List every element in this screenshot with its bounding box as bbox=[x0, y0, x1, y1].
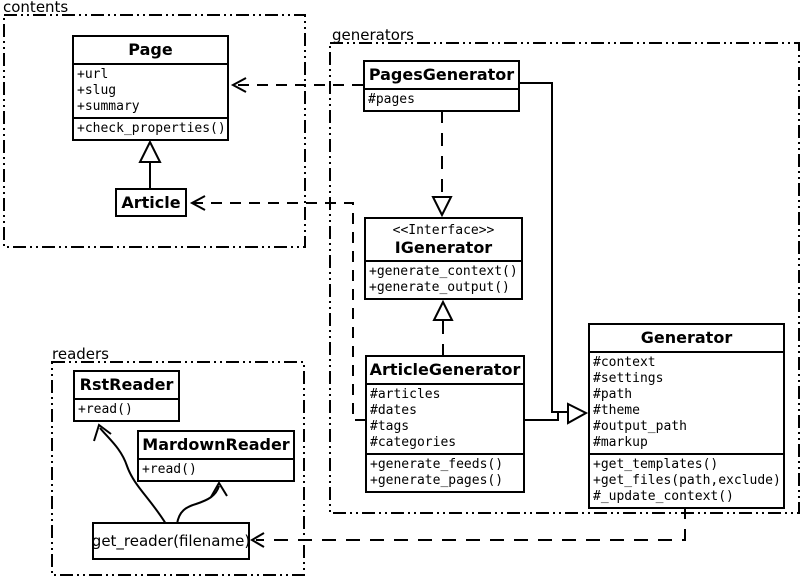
class-methods-page: +check_properties() bbox=[74, 117, 227, 139]
generators-package-border bbox=[329, 42, 800, 514]
contents-package-border bbox=[3, 14, 306, 248]
attribute: +url bbox=[77, 67, 109, 82]
dependency-arrow-articlegenerator-article bbox=[189, 195, 366, 421]
class-stereotype-igenerator: <<Interface>> bbox=[392, 223, 495, 238]
class-box-mardownreader: MardownReader +read() bbox=[137, 430, 295, 482]
inheritance-arrow-article-page bbox=[138, 139, 162, 188]
attribute: #categories bbox=[370, 435, 457, 450]
class-title-articlegenerator: ArticleGenerator bbox=[369, 360, 521, 379]
class-title-generator: Generator bbox=[640, 328, 733, 347]
contents-package-label: contents bbox=[3, 0, 69, 16]
method: +check_properties() bbox=[77, 121, 226, 136]
class-methods-igenerator: +generate_context() +generate_output() bbox=[366, 260, 521, 298]
dependency-arrow-generator-getreader bbox=[250, 505, 686, 548]
attribute: #dates bbox=[370, 403, 417, 418]
class-attributes-pagesgenerator: #pages bbox=[365, 88, 518, 110]
class-box-rstreader: RstReader +read() bbox=[73, 370, 180, 422]
attribute: #articles bbox=[370, 387, 441, 402]
class-name-igenerator: IGenerator bbox=[394, 238, 493, 257]
method: +generate_context() bbox=[369, 264, 518, 279]
method: +generate_pages() bbox=[370, 473, 504, 488]
class-title-rstreader: RstReader bbox=[79, 375, 174, 394]
class-box-articlegenerator: ArticleGenerator #articles #dates #tags … bbox=[365, 355, 525, 493]
attribute: #pages bbox=[368, 92, 415, 107]
method: +get_templates() bbox=[593, 457, 719, 472]
class-methods-mardownreader: +read() bbox=[139, 458, 293, 480]
realization-arrow-pagesgenerator-igenerator bbox=[431, 110, 453, 218]
class-title-page: Page bbox=[128, 40, 173, 59]
method: +generate_feeds() bbox=[370, 457, 504, 472]
attribute: #theme bbox=[593, 403, 640, 418]
arrow-getreader-rstreader bbox=[93, 423, 167, 525]
readers-package-border bbox=[51, 361, 305, 576]
class-box-page: Page +url +slug +summary +check_properti… bbox=[72, 35, 229, 141]
get-reader-label: get_reader(filename) bbox=[91, 532, 251, 550]
attribute: +summary bbox=[77, 99, 140, 114]
class-box-pagesgenerator: PagesGenerator #pages bbox=[363, 60, 520, 112]
class-box-generator: Generator #context #settings #path #them… bbox=[588, 323, 785, 509]
class-methods-articlegenerator: +generate_feeds() +generate_pages() bbox=[367, 453, 523, 491]
readers-package-label: readers bbox=[52, 345, 109, 363]
generators-package-label: generators bbox=[332, 26, 414, 44]
class-box-article: Article bbox=[115, 188, 187, 217]
attribute: #tags bbox=[370, 419, 410, 434]
class-title-mardownreader: MardownReader bbox=[142, 435, 290, 454]
get-reader-box: get_reader(filename) bbox=[92, 522, 250, 560]
class-attributes-articlegenerator: #articles #dates #tags #categories bbox=[367, 383, 523, 453]
class-methods-generator: +get_templates() +get_files(path,exclude… bbox=[590, 453, 783, 507]
attribute: #markup bbox=[593, 435, 648, 450]
attribute: #path bbox=[593, 387, 633, 402]
class-title-igenerator: <<Interface>> IGenerator bbox=[366, 219, 521, 260]
class-attributes-page: +url +slug +summary bbox=[74, 63, 227, 117]
arrow-getreader-mardownreader bbox=[176, 481, 228, 525]
dependency-arrow-pagesgenerator-page bbox=[230, 77, 363, 93]
attribute: +slug bbox=[77, 83, 117, 98]
method: #_update_context() bbox=[593, 489, 734, 504]
attribute: #output_path bbox=[593, 419, 687, 434]
method: +read() bbox=[142, 462, 197, 477]
method: +generate_output() bbox=[369, 280, 510, 295]
inheritance-arrow-generators-generator bbox=[520, 82, 589, 425]
class-methods-rstreader: +read() bbox=[75, 398, 178, 420]
class-title-pagesgenerator: PagesGenerator bbox=[368, 65, 515, 84]
attribute: #context bbox=[593, 355, 656, 370]
class-box-igenerator: <<Interface>> IGenerator +generate_conte… bbox=[364, 217, 523, 300]
class-attributes-generator: #context #settings #path #theme #output_… bbox=[590, 351, 783, 453]
class-title-article: Article bbox=[121, 192, 181, 212]
attribute: #settings bbox=[593, 371, 664, 386]
method: +get_files(path,exclude) bbox=[593, 473, 781, 488]
method: +read() bbox=[78, 402, 133, 417]
realization-arrow-articlegenerator-igenerator bbox=[432, 299, 454, 357]
